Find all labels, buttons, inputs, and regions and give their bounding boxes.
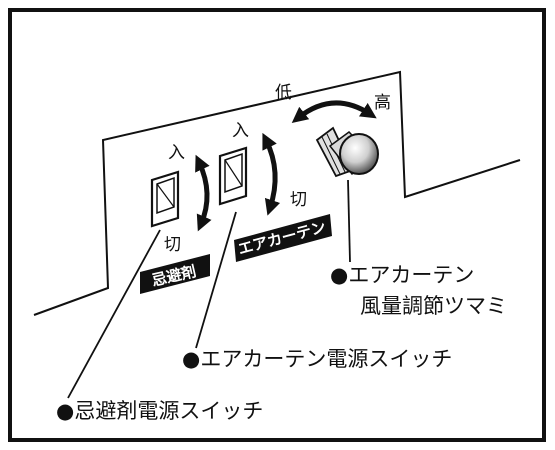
knob-callout-line1: ●エアカーテン [330, 263, 474, 287]
repellent-switch-arrow [195, 154, 212, 232]
panel-outline [33, 70, 521, 316]
air-curtain-power-switch[interactable] [218, 146, 248, 206]
air-curtain-switch-arrow [262, 132, 281, 216]
air-volume-knob[interactable] [315, 126, 379, 178]
off-mark-right: 切 [290, 190, 307, 210]
low-mark: 低 [275, 83, 292, 103]
knob-callout-line2: 風量調節ツマミ [360, 294, 507, 318]
frame-border [8, 8, 546, 442]
knob-leader-line [347, 179, 351, 263]
repellent-power-switch[interactable] [150, 170, 180, 228]
off-mark-left: 切 [164, 235, 181, 255]
on-mark-left: 入 [168, 143, 185, 163]
air-curtain-switch-leader-line [195, 211, 237, 349]
high-mark: 高 [374, 93, 391, 113]
repellent-switch-leader-line [67, 229, 161, 399]
on-mark-right: 入 [232, 121, 249, 141]
knob-rotation-arrow [291, 100, 377, 123]
air-curtain-switch-callout: ●エアカーテン電源スイッチ [182, 347, 452, 371]
repellent-switch-callout: ●忌避剤電源スイッチ [56, 399, 263, 423]
